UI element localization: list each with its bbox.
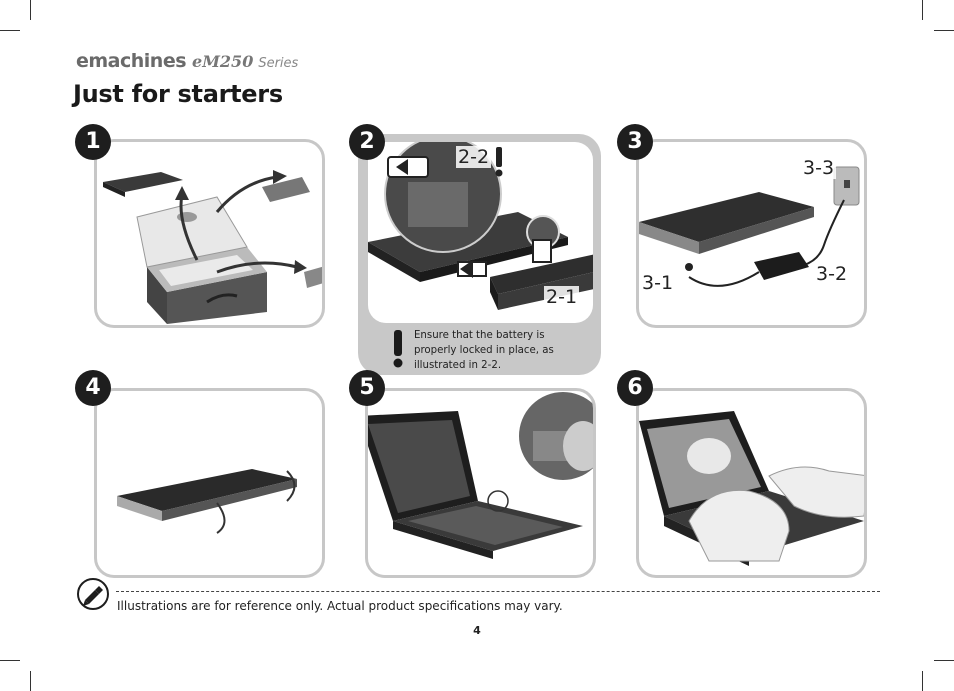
callout-2-2: 2-2 [456,146,492,168]
note-icon [77,578,109,610]
series-label: Series [258,56,299,71]
note-divider [116,591,880,592]
step-3-badge: 3 [617,124,653,160]
crop-mark [30,0,31,20]
crop-mark [934,660,954,661]
power-on-illustration [368,391,593,559]
step-6-badge: 6 [617,370,653,406]
callout-3-2: 3-2 [814,263,850,285]
step-4-badge: 4 [75,370,111,406]
crop-mark [922,0,923,20]
brand-header: emachines eM250 Series [76,50,298,74]
crop-mark [30,671,31,691]
step-5-badge: 5 [349,370,385,406]
battery-install-illustration [368,142,593,310]
callout-3-1: 3-1 [640,272,676,294]
model-name: eM250 [192,52,254,71]
step-1-panel [94,139,325,328]
power-connect-illustration [639,166,860,287]
warning-exclamation-icon [393,330,403,368]
exclamation-icon [495,147,503,177]
step-6-panel [636,388,867,578]
open-lid-illustration [117,469,297,534]
callout-3-3: 3-3 [801,157,837,179]
crop-mark [0,660,20,661]
typing-illustration [639,411,864,566]
crop-mark [922,671,923,691]
note-text: Illustrations are for reference only. Ac… [117,599,563,613]
step-2-panel: 2-2 2-1 [368,142,593,323]
step-1-badge: 1 [75,124,111,160]
step-3-panel: 3-3 3-1 3-2 [636,139,867,328]
crop-mark [0,30,20,31]
page-number: 4 [473,624,481,637]
crop-mark [934,30,954,31]
battery-warning-text: Ensure that the battery is properly lock… [414,330,554,371]
unboxing-illustration [103,170,322,324]
brand-logo: emachines [76,50,187,72]
step-2-badge: 2 [349,124,385,160]
step-5-panel [365,388,596,578]
callout-2-1: 2-1 [544,286,580,308]
step-4-panel [94,388,325,578]
page-title: Just for starters [73,80,283,108]
